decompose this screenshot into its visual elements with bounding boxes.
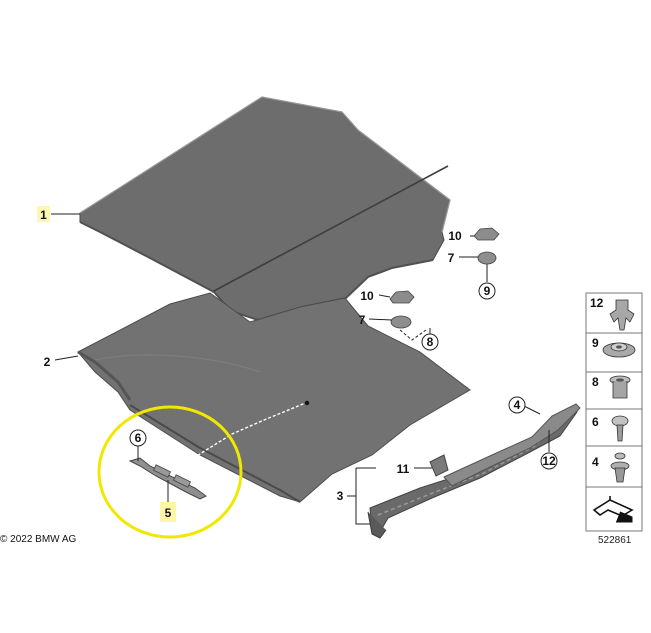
clip-10-a[interactable] [473, 227, 500, 241]
svg-text:12: 12 [542, 454, 556, 468]
callout-10-a[interactable]: 10 [448, 229, 462, 243]
callout-6[interactable]: 6 [129, 429, 147, 447]
screw-icon [611, 415, 629, 442]
leader-lines [51, 213, 550, 525]
mat-symbol-icon [592, 496, 634, 523]
floor-carpet-part[interactable] [77, 292, 471, 503]
callout-5[interactable]: 5 [160, 502, 176, 522]
clip-7-a[interactable] [477, 251, 497, 265]
svg-text:12: 12 [590, 296, 604, 310]
svg-text:9: 9 [484, 284, 491, 298]
trim-strip-part[interactable] [443, 403, 581, 487]
svg-text:9: 9 [592, 336, 599, 350]
callout-7-a[interactable]: 7 [448, 251, 455, 265]
callout-7-b[interactable]: 7 [359, 313, 366, 327]
svg-text:10: 10 [448, 229, 462, 243]
clip-7-b[interactable] [390, 315, 412, 329]
fastener-legend: 12 9 8 6 [585, 292, 643, 532]
svg-text:3: 3 [337, 489, 344, 503]
copyright-text: © 2022 BMW AG [0, 534, 77, 545]
mount-point-dot [304, 400, 310, 406]
dotted-connector [181, 401, 309, 467]
legend-row-9[interactable]: 9 [592, 336, 636, 358]
svg-text:11: 11 [397, 462, 410, 476]
svg-text:2: 2 [44, 355, 51, 369]
callout-3[interactable]: 3 [337, 489, 344, 503]
svg-text:5: 5 [165, 506, 172, 520]
legend-row-8[interactable]: 8 [592, 375, 631, 399]
expanding-nut-icon [609, 375, 631, 399]
callout-12[interactable]: 12 [540, 452, 558, 470]
callout-8[interactable]: 8 [421, 333, 439, 351]
callout-10-b[interactable]: 10 [360, 289, 374, 303]
legend-row-12[interactable]: 12 [590, 296, 635, 331]
floor-panel-part[interactable] [79, 96, 451, 322]
diagram-id: 522861 [598, 535, 632, 546]
clip-10-b[interactable] [389, 290, 415, 304]
grommet-icon [602, 342, 636, 358]
svg-text:7: 7 [448, 251, 455, 265]
svg-text:4: 4 [514, 398, 521, 412]
svg-text:4: 4 [592, 455, 599, 469]
loading-sill-part[interactable] [367, 407, 578, 539]
legend-row-4[interactable]: 4 [592, 452, 630, 483]
expanding-rivet-icon [610, 452, 630, 483]
svg-text:6: 6 [135, 431, 142, 445]
highlight-ring [97, 405, 243, 539]
callout-2[interactable]: 2 [44, 355, 51, 369]
svg-text:8: 8 [592, 375, 599, 389]
svg-text:7: 7 [359, 313, 366, 327]
callout-9[interactable]: 9 [478, 282, 496, 300]
callout-4[interactable]: 4 [508, 396, 526, 414]
svg-text:1: 1 [40, 208, 47, 222]
svg-text:6: 6 [592, 415, 599, 429]
svg-text:8: 8 [427, 335, 434, 349]
bracket-part-11[interactable] [429, 454, 449, 477]
svg-text:10: 10 [360, 289, 374, 303]
strap-bracket-part[interactable] [128, 457, 207, 500]
callout-1[interactable]: 1 [37, 206, 50, 222]
push-clip-icon [609, 299, 635, 331]
callout-11[interactable]: 11 [397, 462, 410, 476]
legend-row-6[interactable]: 6 [592, 415, 629, 442]
